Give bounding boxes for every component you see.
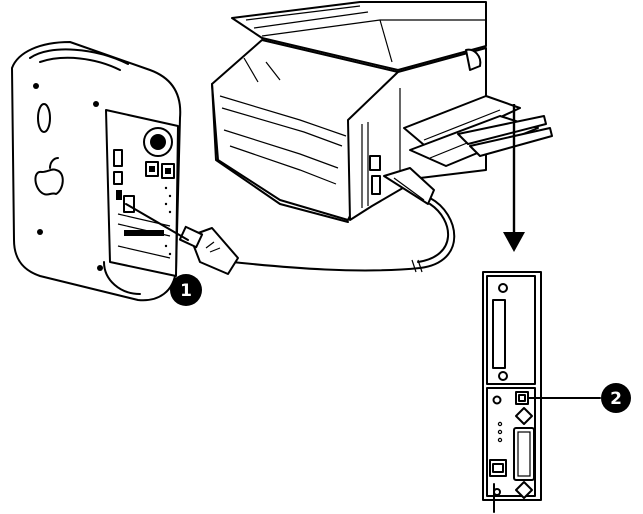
callout-number-2: 2 xyxy=(610,389,622,409)
arrow-down-icon xyxy=(503,104,525,252)
callout-number-1: 1 xyxy=(180,281,192,301)
callout-badge-1: 1 xyxy=(170,274,202,306)
interface-panel-icon xyxy=(482,271,601,513)
callout-badge-2: 2 xyxy=(601,383,631,413)
computer-tower-icon xyxy=(11,41,182,302)
printer-icon xyxy=(211,1,553,223)
usb-cable-icon xyxy=(125,167,456,275)
